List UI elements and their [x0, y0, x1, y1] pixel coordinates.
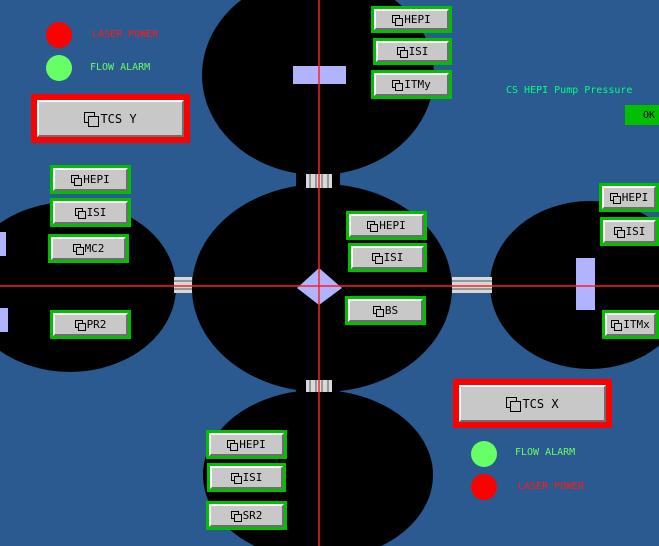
itmy-itm-button[interactable]: ITMy	[374, 73, 449, 96]
sr2-sr2-button[interactable]: SR2	[209, 504, 284, 527]
bs-isi-label: ISI	[383, 251, 404, 264]
left-optic-lower	[0, 308, 8, 332]
itmy-hepi-button[interactable]: HEPI	[374, 9, 449, 30]
tcs-x-frame: TCS X	[453, 379, 612, 428]
left-chamber	[0, 202, 176, 372]
pump-pressure-status: OK	[625, 105, 659, 125]
window-icon	[392, 79, 404, 91]
itmy-hepi-frame: HEPI	[371, 6, 452, 33]
window-icon	[230, 472, 242, 484]
sr2-isi-frame: ISI	[207, 463, 286, 492]
left-optic-upper	[0, 232, 6, 256]
tcs-y-frame: TCS Y	[31, 94, 190, 143]
window-icon	[367, 220, 379, 232]
window-icon	[392, 14, 404, 26]
window-icon	[72, 243, 84, 255]
itmx-isi-button[interactable]: ISI	[603, 220, 656, 243]
sr2-hepi-frame: HEPI	[206, 430, 287, 459]
tcs-y-label: TCS Y	[100, 111, 137, 126]
laser-power-label-bottom: LASER POWER	[518, 481, 585, 492]
left-isi-frame: ISI	[50, 198, 131, 227]
itmx-hepi-label: HEPI	[621, 191, 649, 204]
itmy-hepi-label: HEPI	[404, 13, 431, 26]
bs-bs-label: BS	[384, 304, 399, 317]
itmy-isi-label: ISI	[408, 45, 429, 58]
left-hepi-frame: HEPI	[50, 165, 131, 194]
window-icon	[613, 226, 625, 238]
left-mc2-button[interactable]: MC2	[51, 237, 126, 260]
bs-hepi-frame: HEPI	[346, 211, 427, 240]
window-icon	[609, 192, 621, 204]
sr2-hepi-button[interactable]: HEPI	[209, 433, 284, 456]
laser-power-label-top: LASER POWER	[92, 29, 159, 40]
left-isi-button[interactable]: ISI	[53, 201, 128, 224]
itmx-isi-frame: ISI	[600, 217, 659, 246]
itmx-isi-label: ISI	[625, 225, 646, 238]
itmx-itm-frame: ITMx	[602, 310, 659, 339]
bs-hepi-button[interactable]: HEPI	[349, 214, 424, 237]
itmy-itm-label: ITMy	[404, 78, 431, 91]
window-icon	[84, 111, 100, 127]
itmy-itm-frame: ITMy	[371, 70, 452, 99]
window-icon	[372, 305, 384, 317]
sr2-hepi-label: HEPI	[239, 438, 266, 451]
left-pr2-frame: PR2	[50, 310, 131, 339]
pump-pressure-title: CS HEPI Pump Pressure	[506, 85, 633, 96]
flow-alarm-label-bottom: FLOW ALARM	[515, 447, 576, 458]
tcs-y-button[interactable]: TCS Y	[37, 100, 184, 137]
itmx-hepi-button[interactable]: HEPI	[602, 186, 656, 209]
tcs-x-button[interactable]: TCS X	[459, 385, 606, 422]
left-mc2-label: MC2	[84, 242, 105, 255]
sr2-sr2-frame: SR2	[206, 501, 287, 530]
window-icon	[371, 252, 383, 264]
left-pr2-button[interactable]: PR2	[53, 313, 128, 336]
itmx-hepi-frame: HEPI	[599, 183, 659, 212]
left-isi-label: ISI	[86, 206, 107, 219]
left-hepi-label: HEPI	[83, 173, 110, 186]
window-icon	[230, 510, 242, 522]
itmy-isi-button[interactable]: ISI	[376, 41, 449, 62]
bs-isi-button[interactable]: ISI	[351, 246, 424, 269]
left-hepi-button[interactable]: HEPI	[53, 168, 128, 191]
sr2-isi-button[interactable]: ISI	[210, 466, 283, 489]
bs-bs-frame: BS	[345, 296, 426, 325]
window-icon	[71, 174, 83, 186]
window-icon	[396, 46, 408, 58]
flow-alarm-label-top: FLOW ALARM	[90, 62, 151, 73]
sr2-isi-label: ISI	[242, 471, 263, 484]
window-icon	[227, 439, 239, 451]
tcs-x-label: TCS X	[522, 396, 559, 411]
bs-bs-button[interactable]: BS	[348, 299, 423, 322]
itmy-isi-frame: ISI	[373, 38, 452, 65]
itmx-itm-label: ITMx	[623, 318, 650, 331]
sr2-sr2-label: SR2	[242, 509, 263, 522]
window-icon	[611, 319, 623, 331]
left-pr2-label: PR2	[86, 318, 107, 331]
left-mc2-frame: MC2	[48, 234, 129, 263]
bs-isi-frame: ISI	[348, 243, 427, 272]
window-icon	[506, 396, 522, 412]
itmx-itm-button[interactable]: ITMx	[605, 313, 656, 336]
itmx-optic	[576, 258, 595, 310]
window-icon	[74, 319, 86, 331]
flow-alarm-led-bottom	[471, 441, 497, 467]
bs-hepi-label: HEPI	[379, 219, 406, 232]
flow-alarm-led-top	[46, 55, 72, 81]
laser-power-led-bottom	[471, 474, 497, 500]
window-icon	[74, 207, 86, 219]
laser-power-led-top	[46, 22, 72, 48]
